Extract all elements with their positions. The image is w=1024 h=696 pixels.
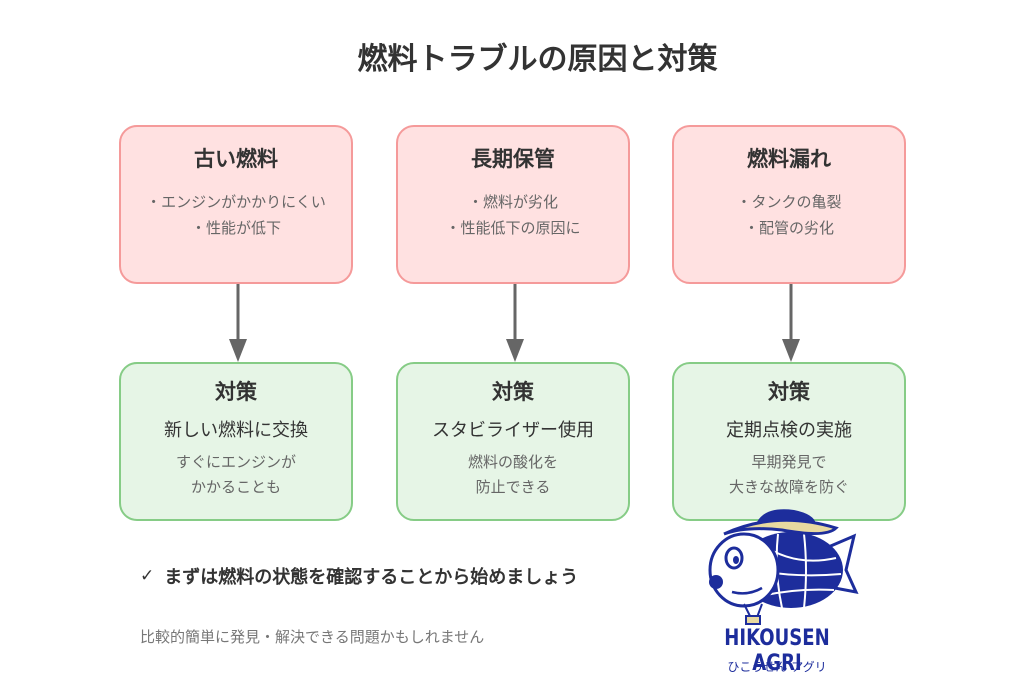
checkpoint-text: まずは燃料の状態を確認することから始めましょう bbox=[164, 567, 579, 588]
note-text: 比較的簡単に発見・解決できる問題かもしれません bbox=[140, 628, 485, 646]
checkpoint: ✓ まずは燃料の状態を確認することから始めましょう bbox=[140, 563, 578, 589]
measure-sub-line: 防止できる bbox=[475, 478, 551, 496]
logo-kana: ひこうせん アグリ bbox=[727, 660, 827, 674]
measure-main: 新しい燃料に交換 bbox=[164, 420, 308, 441]
cause-title: 長期保管 bbox=[471, 147, 555, 171]
cause-box-old-fuel: 古い燃料 ・エンジンがかかりにくい ・性能が低下 bbox=[119, 125, 353, 284]
airship-mascot-icon bbox=[708, 509, 859, 625]
cause-line: ・エンジンがかかりにくい bbox=[146, 193, 326, 211]
logo-name: HIKOUSEN AGRI bbox=[724, 626, 830, 676]
measure-title: 対策 bbox=[768, 380, 810, 404]
cause-line: ・性能が低下 bbox=[190, 219, 281, 237]
cause-line: ・性能低下の原因に bbox=[445, 219, 581, 237]
measure-title: 対策 bbox=[215, 380, 257, 404]
cause-line: ・タンクの亀裂 bbox=[736, 193, 842, 211]
arrow-down-icon bbox=[782, 284, 800, 362]
cause-line: ・配管の劣化 bbox=[743, 219, 834, 237]
measure-sub-line: 早期発見で bbox=[751, 453, 827, 471]
measure-sub-line: 大きな故障を防ぐ bbox=[728, 478, 849, 496]
check-icon: ✓ bbox=[140, 566, 155, 586]
measure-sub-line: すぐにエンジンが bbox=[175, 453, 296, 471]
measure-box-replace-fuel: 対策 新しい燃料に交換 すぐにエンジンが かかることも bbox=[119, 362, 353, 521]
arrow-down-icon bbox=[229, 284, 247, 362]
measure-main: 定期点検の実施 bbox=[726, 420, 852, 441]
measure-sub-line: かかることも bbox=[190, 478, 281, 496]
measure-sub-line: 燃料の酸化を bbox=[467, 453, 558, 471]
cause-box-fuel-leak: 燃料漏れ ・タンクの亀裂 ・配管の劣化 bbox=[672, 125, 906, 284]
measure-box-stabilizer: 対策 スタビライザー使用 燃料の酸化を 防止できる bbox=[396, 362, 630, 521]
measure-main: スタビライザー使用 bbox=[432, 420, 594, 441]
hikousen-agri-logo: HIKOUSEN AGRI ひこうせん アグリ bbox=[686, 508, 868, 690]
page-title: 燃料トラブルの原因と対策 bbox=[357, 42, 718, 77]
cause-line: ・燃料が劣化 bbox=[467, 193, 558, 211]
arrow-down-icon bbox=[506, 284, 524, 362]
cause-box-long-storage: 長期保管 ・燃料が劣化 ・性能低下の原因に bbox=[396, 125, 630, 284]
measure-box-inspection: 対策 定期点検の実施 早期発見で 大きな故障を防ぐ bbox=[672, 362, 906, 521]
measure-title: 対策 bbox=[492, 380, 534, 404]
cause-title: 古い燃料 bbox=[194, 147, 278, 171]
cause-title: 燃料漏れ bbox=[747, 147, 831, 171]
